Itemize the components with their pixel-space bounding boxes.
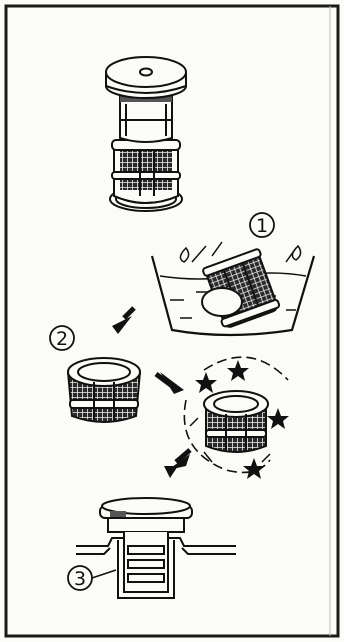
step-3-installed: 3 <box>67 497 236 599</box>
diagram-border <box>4 4 340 638</box>
assembled-filter <box>105 56 187 212</box>
step-2-basket: 2 <box>49 306 141 423</box>
arrow-to-basket <box>112 316 132 334</box>
step-2-number: 2 <box>56 328 68 350</box>
step-1-cleaning: 1 <box>150 212 316 337</box>
step-1-number: 1 <box>256 215 268 237</box>
step-3-number: 3 <box>74 568 86 590</box>
water-basin <box>150 255 316 337</box>
step-2-badge <box>49 325 75 351</box>
shaking-basket <box>183 356 289 479</box>
step-1-badge <box>249 212 275 238</box>
